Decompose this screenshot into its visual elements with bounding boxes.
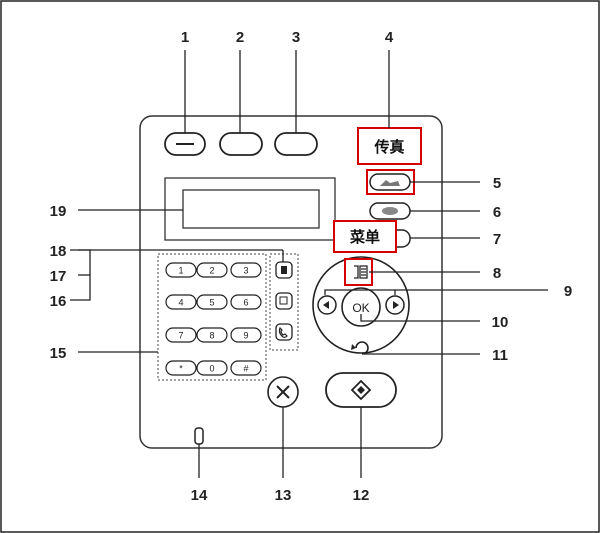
arrow-left-icon [323,301,329,309]
callout-12: 12 [353,487,370,504]
keypad-key[interactable] [165,327,197,343]
copy-icon [382,207,398,215]
stop-x-icon [276,385,290,399]
arrow-right-icon [393,301,399,309]
callout-14: 14 [191,487,208,504]
callout-13: 13 [275,487,292,504]
keypad-key-label: 1 [178,266,183,276]
callout-7: 7 [493,231,501,248]
callout-17: 17 [50,268,67,285]
keypad-key[interactable] [165,360,197,376]
keypad-key[interactable] [196,294,228,310]
callout-8: 8 [493,265,501,282]
keypad-key-label: 2 [209,266,214,276]
top-button-3[interactable] [274,132,318,156]
back-icon[interactable] [355,341,369,355]
keypad-key[interactable] [230,262,262,278]
display-screen [182,189,320,229]
keypad-key[interactable] [230,360,262,376]
keypad-key-label: 0 [209,364,214,374]
redial-button[interactable] [275,292,293,310]
callout-5: 5 [493,175,501,192]
menu-highlight-box [333,220,397,253]
fax-icon [380,180,400,186]
callout-15: 15 [50,345,67,362]
leader-lines [70,50,548,478]
callout-1: 1 [181,29,189,46]
keypad-key-label: 4 [178,298,183,308]
fax-label: 传真 [373,138,404,156]
callout-16: 16 [50,293,67,310]
keypad-key-label: 3 [243,266,248,276]
keypad-key[interactable] [196,327,228,343]
side-keys-group-box [269,253,299,351]
keypad-key-label: * [179,364,183,374]
menu-icon [354,265,368,279]
keypad-key-label: 8 [209,331,214,341]
keypad-key[interactable] [196,360,228,376]
on-hook-phone-icon [278,326,288,338]
keypad-key[interactable] [196,262,228,278]
address-book-icon [281,266,287,274]
callout-3: 3 [292,29,300,46]
start-diamond-inner [357,386,365,394]
keypad-key[interactable] [230,327,262,343]
callout-11: 11 [492,347,508,364]
keypad-key-label: # [243,364,248,374]
callout-2: 2 [236,29,244,46]
ok-button[interactable] [341,287,381,327]
keypad-key[interactable] [230,294,262,310]
callout-10: 10 [492,314,509,331]
keypad-key-label: 5 [209,298,214,308]
callout-6: 6 [493,204,501,221]
keypad-key-label: 7 [178,331,183,341]
keypad-key-label: 6 [243,298,248,308]
menu-label: 菜单 [349,228,380,246]
callout-19: 19 [50,203,67,220]
numeric-keypad: 1 2 3 4 5 6 7 8 9 * 0 # [165,262,262,376]
callout-9: 9 [564,283,572,300]
keypad-key-label: 9 [243,331,248,341]
keypad-key[interactable] [165,294,197,310]
fax-button[interactable] [369,173,411,191]
callout-18: 18 [50,243,67,260]
back-arrowhead [351,344,356,350]
top-button-2[interactable] [219,132,263,156]
redial-icon [279,296,288,305]
indicator-slot [194,427,204,445]
ok-label: OK [352,301,369,315]
keypad-key[interactable] [165,262,197,278]
callout-4: 4 [385,29,394,46]
keypad-group-box [157,253,267,381]
